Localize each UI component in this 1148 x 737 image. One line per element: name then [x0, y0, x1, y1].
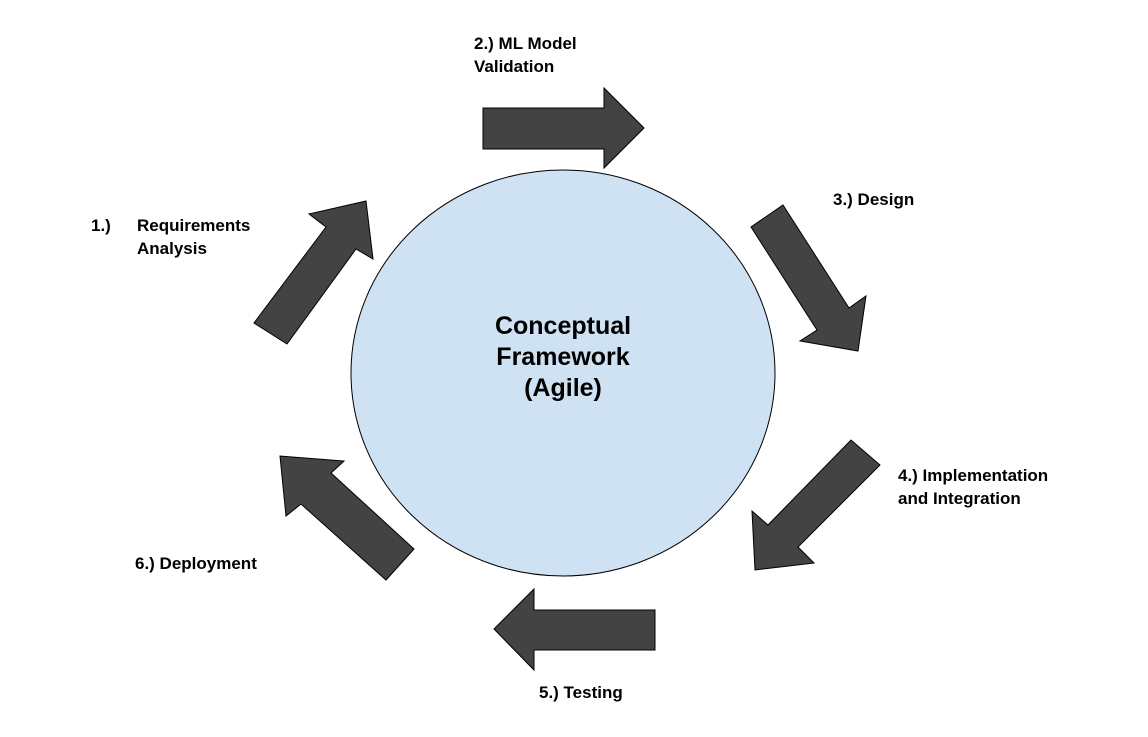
arrow-up-left-icon	[279, 455, 415, 581]
step-1-label-line: Requirements	[137, 216, 251, 235]
center-title-line: Conceptual	[494, 312, 632, 340]
step-5-label: 5.) Testing	[539, 681, 623, 704]
step-3-label: 3.) Design	[833, 188, 914, 211]
arrow-up-right-icon	[253, 200, 374, 345]
step-4-label: 4.) Implementation and Integration	[898, 464, 1048, 510]
center-circle	[350, 169, 776, 577]
step-5-label-line: 5.) Testing	[539, 683, 623, 702]
step-2-label-line: Validation	[474, 57, 555, 76]
step-6-label-line: 6.) Deployment	[135, 554, 257, 573]
arrow-left-icon	[493, 587, 656, 672]
arrow-down-right-icon	[750, 204, 867, 352]
step-2-label-line: 2.) ML Model	[474, 34, 577, 53]
step-1-number: 1.)	[91, 216, 111, 235]
step-4-label-line: and Integration	[898, 489, 1021, 508]
center-title-line: (Agile)	[524, 374, 602, 402]
center-title: Conceptual Framework (Agile)	[413, 311, 713, 404]
step-2-label: 2.) ML Model Validation	[474, 32, 577, 78]
step-6-label: 6.) Deployment	[135, 552, 257, 575]
arrow-right-icon	[482, 86, 645, 170]
arrow-down-left-icon	[751, 439, 881, 571]
step-1-label: Requirements Analysis	[137, 214, 250, 260]
center-title-line: Framework	[496, 343, 630, 371]
step-1-label-line: Analysis	[137, 239, 207, 258]
step-3-label-line: 3.) Design	[833, 190, 915, 209]
step-4-label-line: 4.) Implementation	[898, 466, 1049, 485]
